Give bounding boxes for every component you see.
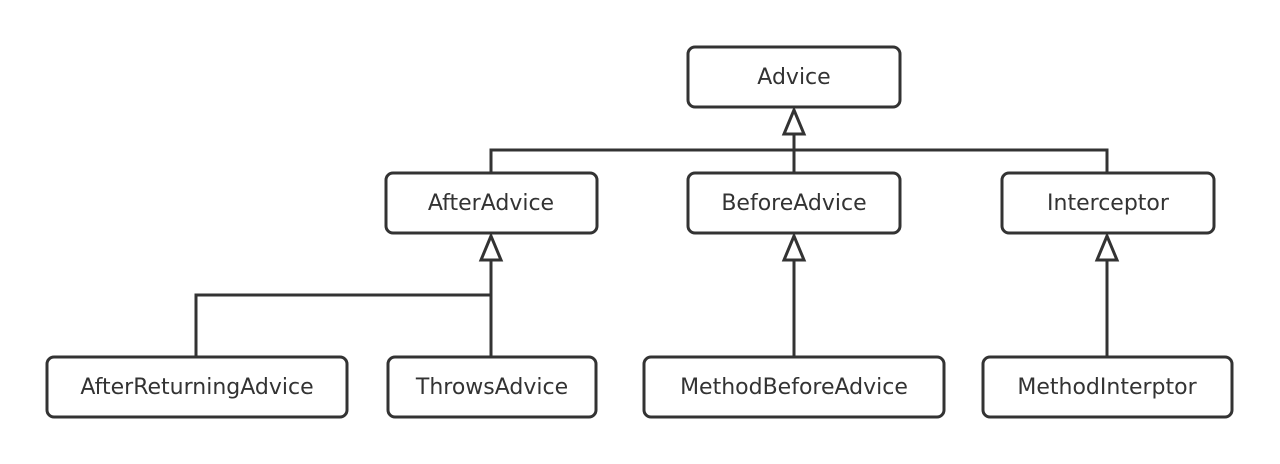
node-label: AfterAdvice bbox=[428, 191, 554, 216]
node-label: AfterReturningAdvice bbox=[80, 375, 313, 400]
node-label: Advice bbox=[757, 65, 830, 90]
node-method-interptor[interactable]: MethodInterptor bbox=[981, 355, 1234, 419]
node-advice[interactable]: Advice bbox=[686, 45, 902, 109]
node-before-advice[interactable]: BeforeAdvice bbox=[686, 171, 902, 235]
node-throws-advice[interactable]: ThrowsAdvice bbox=[386, 355, 598, 419]
node-after-returning-advice[interactable]: AfterReturningAdvice bbox=[45, 355, 349, 419]
edge-after-advice-to-advice bbox=[489, 148, 794, 172]
edge-after-returning-to-after-advice bbox=[194, 293, 491, 356]
inheritance-arrow-icon-advice bbox=[781, 106, 807, 136]
node-label: BeforeAdvice bbox=[721, 191, 866, 216]
node-label: Interceptor bbox=[1047, 191, 1170, 216]
node-label: MethodBeforeAdvice bbox=[680, 375, 908, 400]
node-label: MethodInterptor bbox=[1017, 375, 1197, 400]
edge-interceptor-to-advice bbox=[794, 148, 1109, 172]
node-interceptor[interactable]: Interceptor bbox=[1000, 171, 1216, 235]
inheritance-arrow-icon-after-advice bbox=[478, 232, 504, 262]
inheritance-arrow-icon-interceptor bbox=[1094, 232, 1120, 262]
node-after-advice[interactable]: AfterAdvice bbox=[384, 171, 599, 235]
node-label: ThrowsAdvice bbox=[415, 375, 568, 400]
node-method-before-advice[interactable]: MethodBeforeAdvice bbox=[642, 355, 946, 419]
inheritance-arrow-icon-before-advice bbox=[781, 232, 807, 262]
